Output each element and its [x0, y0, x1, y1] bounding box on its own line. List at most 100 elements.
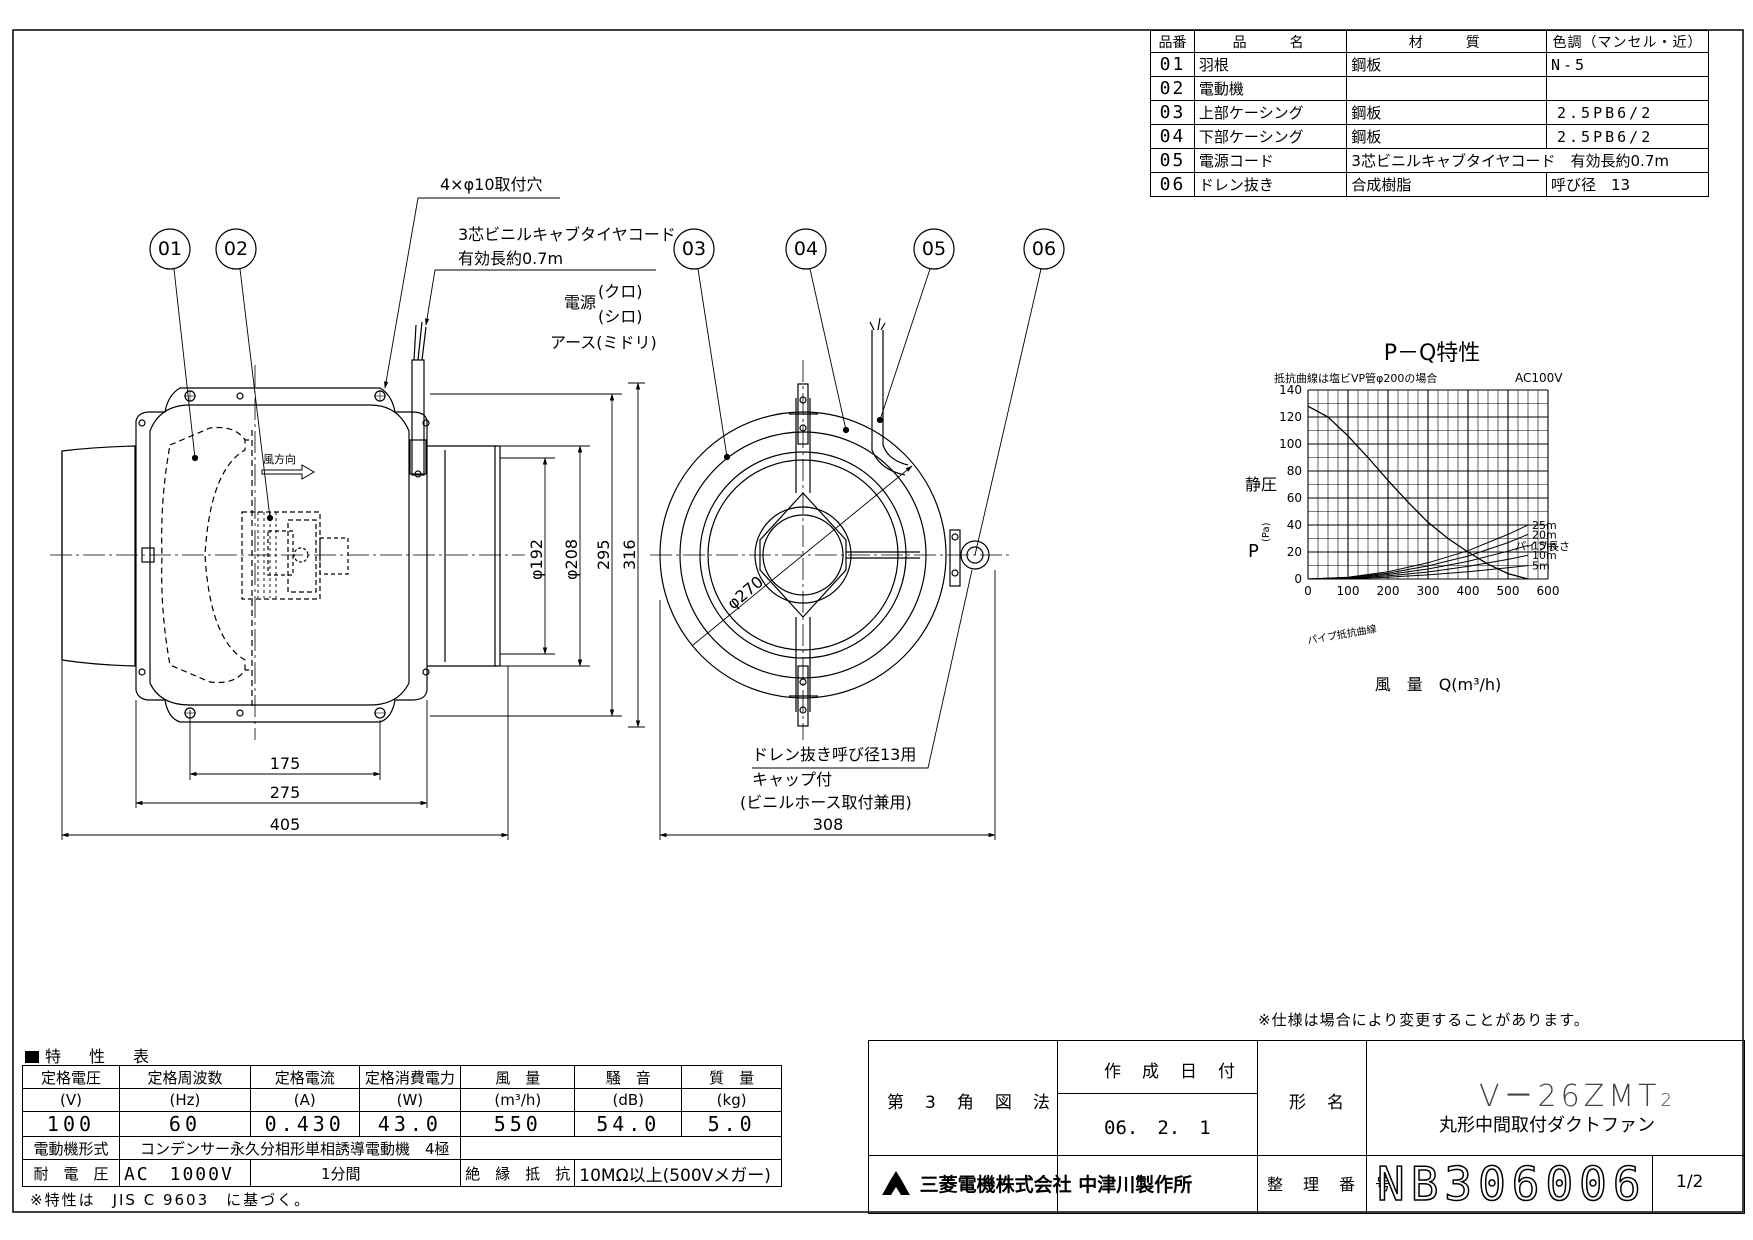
- balloon-02: 02: [224, 238, 248, 260]
- mitsubishi-logo-icon: [882, 1171, 910, 1195]
- header-power: 定格消費電力: [358, 1065, 462, 1089]
- x-tick-label: 100: [1337, 584, 1360, 598]
- chart-voltage: AC100V: [1515, 371, 1563, 385]
- drain-label-2: キャップ付: [752, 770, 832, 789]
- x-tick-label: 400: [1457, 584, 1480, 598]
- voltage-withstand-label: 耐 電 圧: [22, 1159, 120, 1187]
- pipe-curve-label: 10m: [1532, 549, 1557, 562]
- x-tick-label: 500: [1497, 584, 1520, 598]
- dim-phi192: φ192: [527, 539, 546, 580]
- date-value: 06. 2. 1: [1104, 1117, 1211, 1139]
- header-part-name: 品 名: [1193, 30, 1348, 53]
- motor-type-value: コンデンサー永久分相形単相誘導電動機 4極: [118, 1136, 462, 1160]
- header-voltage: 定格電圧: [22, 1065, 120, 1089]
- y-tick-label: 100: [1279, 437, 1302, 451]
- fan-curve-line: [1307, 405, 1529, 580]
- unit-frequency: (Hz): [118, 1088, 252, 1112]
- value-current: 0.430: [250, 1111, 360, 1137]
- part-material: 合成樹脂: [1346, 172, 1547, 197]
- power-black-label: (クロ): [598, 282, 643, 301]
- part-color: 2.5PB6/2: [1545, 124, 1710, 149]
- value-voltage: 100: [22, 1111, 120, 1137]
- part-color: 呼び径 13: [1545, 172, 1710, 197]
- table-row: 電動機形式 コンデンサー永久分相形単相誘導電動機 4極: [22, 1136, 782, 1160]
- part-material: [1346, 76, 1547, 101]
- table-row: (V) (Hz) (A) (W) (m³/h) (dB) (kg): [22, 1088, 782, 1112]
- part-name: ドレン抜き: [1193, 172, 1348, 197]
- model-label: 形 名: [1289, 1093, 1346, 1113]
- pipe-curve-label: 20m: [1532, 528, 1557, 541]
- balloon-03: 03: [682, 238, 706, 260]
- characteristics-title: 特 性 表: [25, 1043, 155, 1067]
- table-row: 06 ドレン抜き 合成樹脂 呼び径 13: [1150, 172, 1710, 197]
- value-noise: 54.0: [574, 1111, 683, 1137]
- dim-295: 295: [594, 539, 613, 570]
- power-label: 電源: [564, 293, 596, 312]
- part-material: 鋼板: [1346, 52, 1547, 77]
- balloon-04: 04: [794, 238, 818, 260]
- earth-label: アース(ミドリ): [550, 333, 657, 352]
- part-no: 01: [1150, 52, 1195, 77]
- part-name: 上部ケーシング: [1193, 100, 1348, 125]
- header-mass: 質 量: [681, 1065, 782, 1089]
- spec-change-note: ※仕様は場合により変更することがあります。: [1258, 1011, 1590, 1029]
- table-row: 定格電圧 定格周波数 定格電流 定格消費電力 風 量 騒 音 質 量: [22, 1065, 782, 1089]
- cord-label-2: 有効長約0.7m: [458, 249, 563, 268]
- chart-subtitle: 抵抗曲線は塩ビVP管φ200の場合: [1274, 371, 1437, 385]
- product-name: 丸形中間取付ダクトファン: [1439, 1115, 1655, 1136]
- dim-308: 308: [813, 815, 844, 834]
- y-tick-label: 120: [1279, 410, 1302, 424]
- dim-405: 405: [270, 815, 301, 834]
- voltage-withstand-value: AC 1000V: [118, 1159, 252, 1187]
- characteristics-table: 定格電圧 定格周波数 定格電流 定格消費電力 風 量 騒 音 質 量 (V) (…: [22, 1065, 782, 1187]
- dimension-lines: [61, 382, 996, 840]
- pipe-resistance-label: パイプ抵抗曲線: [1306, 622, 1377, 647]
- air-direction-label: 風方向: [263, 452, 296, 466]
- insulation-label: 絶 縁 抵 抗: [460, 1159, 576, 1187]
- parts-table: 品番 品 名 材 質 色調（マンセル・近） 01 羽根 鋼板 N-5 02 電動…: [1150, 30, 1710, 197]
- unit-current: (A): [250, 1088, 360, 1112]
- table-row: 100 60 0.430 43.0 550 54.0 5.0: [22, 1111, 782, 1137]
- x-axis-label: 風 量 Q(m³/h): [1375, 675, 1502, 694]
- unit-noise: (dB): [574, 1088, 683, 1112]
- x-tick-label: 200: [1377, 584, 1400, 598]
- part-balloons: [149, 197, 1065, 769]
- balloon-05: 05: [922, 238, 946, 260]
- y-axis-unit: (Pa): [1261, 522, 1272, 542]
- y-tick-label: 40: [1287, 518, 1302, 532]
- company-name: 三菱電機株式会社 中津川製作所: [879, 1169, 1192, 1197]
- projection-label: 第 3 角 図 法: [887, 1093, 1052, 1113]
- voltage-withstand-duration: 1分間: [249, 1159, 462, 1187]
- x-tick-label: 600: [1537, 584, 1560, 598]
- table-row: 耐 電 圧 AC 1000V 1分間 絶 縁 抵 抗 10MΩ以上(500Vメガ…: [22, 1159, 782, 1187]
- unit-voltage: (V): [22, 1088, 120, 1112]
- pipe-length-label: パイプ長さ: [1515, 540, 1570, 553]
- part-material: 鋼板: [1346, 100, 1547, 125]
- pipe-curve-label: 25m: [1532, 519, 1557, 532]
- part-material: 3芯ビニルキャブタイヤコード 有効長約0.7m: [1346, 148, 1709, 173]
- cord-label-1: 3芯ビニルキャブタイヤコード: [458, 225, 676, 244]
- unit-mass: (kg): [681, 1088, 782, 1112]
- unit-power: (W): [358, 1088, 462, 1112]
- dim-316: 316: [620, 539, 639, 570]
- y-axis-label: 静圧: [1245, 475, 1277, 494]
- y-tick-label: 0: [1294, 572, 1302, 586]
- mounting-hole-label: 4×φ10取付穴: [440, 175, 543, 194]
- header-current: 定格電流: [250, 1065, 360, 1089]
- pipe-curve-line: [1307, 565, 1529, 580]
- doc-number: NB306006: [1376, 1156, 1647, 1212]
- side-view: [50, 321, 525, 740]
- characteristics-note: ※特性は JIS C 9603 に基づく。: [30, 1191, 312, 1209]
- y-axis-p-label: P: [1248, 541, 1259, 562]
- header-airflow: 風 量: [460, 1065, 576, 1089]
- value-frequency: 60: [118, 1111, 252, 1137]
- front-view: [650, 317, 1010, 740]
- chart-title: P－Q特性: [1384, 341, 1481, 366]
- drain-label-3: (ビニルホース取付兼用): [740, 793, 912, 812]
- part-no: 03: [1150, 100, 1195, 125]
- pipe-curve-label: 5m: [1532, 560, 1550, 573]
